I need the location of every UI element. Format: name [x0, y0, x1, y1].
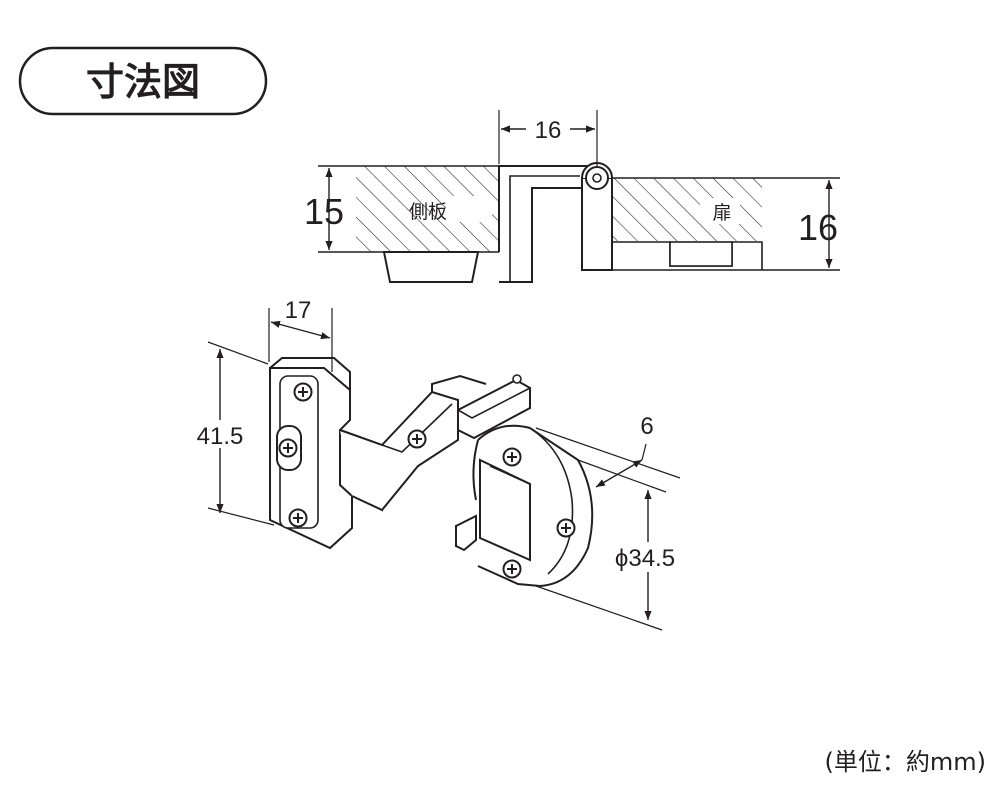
screw-icon — [502, 447, 522, 467]
dim-16-top-label: 16 — [535, 117, 562, 144]
dim-offset: 16 — [498, 110, 598, 166]
hinge-arm — [339, 374, 487, 512]
side-panel-label: 側板 — [409, 201, 447, 223]
hinge-cup — [455, 424, 594, 588]
screw-icon — [288, 508, 308, 528]
hinge-knuckle — [581, 162, 613, 271]
dim-16-right-label: 16 — [798, 207, 838, 248]
door-label: 扉 — [712, 202, 731, 224]
dim-cup-diameter: ϕ34.5 — [535, 490, 700, 631]
mounting-plate — [269, 357, 353, 550]
hinge-arm-section — [498, 165, 589, 283]
hinge-isometric-view: 17 41.5 6 ϕ34.5 — [183, 297, 700, 631]
dim-plate-height: 41.5 — [183, 341, 275, 526]
screw-icon — [556, 518, 576, 538]
screw-icon — [502, 559, 522, 579]
side-panel-section: 側板 — [318, 165, 500, 253]
dim-41-5-label: 41.5 — [197, 423, 244, 450]
door-section: 扉 — [612, 177, 840, 271]
base-plate-section — [382, 251, 480, 283]
dim-door-thickness: 16 — [798, 180, 838, 268]
dim-cup-depth: 6 — [535, 413, 681, 493]
screw-icon — [278, 438, 298, 458]
title-badge: 寸法図 — [18, 46, 268, 116]
dim-17-label: 17 — [285, 297, 312, 324]
knuckle — [457, 374, 531, 440]
dim-15-label: 15 — [304, 191, 344, 232]
dim-6-label: 6 — [640, 413, 653, 440]
screw-icon — [293, 382, 313, 402]
page-title: 寸法図 — [86, 60, 200, 104]
unit-note: (単位：約mm) — [825, 748, 986, 776]
screw-icon — [407, 429, 427, 449]
section-view: 側板 扉 15 — [304, 110, 840, 283]
dim-phi-34-5-label: ϕ34.5 — [615, 545, 675, 572]
dim-plate-width: 17 — [268, 297, 333, 372]
dim-side-panel-thickness: 15 — [304, 168, 344, 250]
